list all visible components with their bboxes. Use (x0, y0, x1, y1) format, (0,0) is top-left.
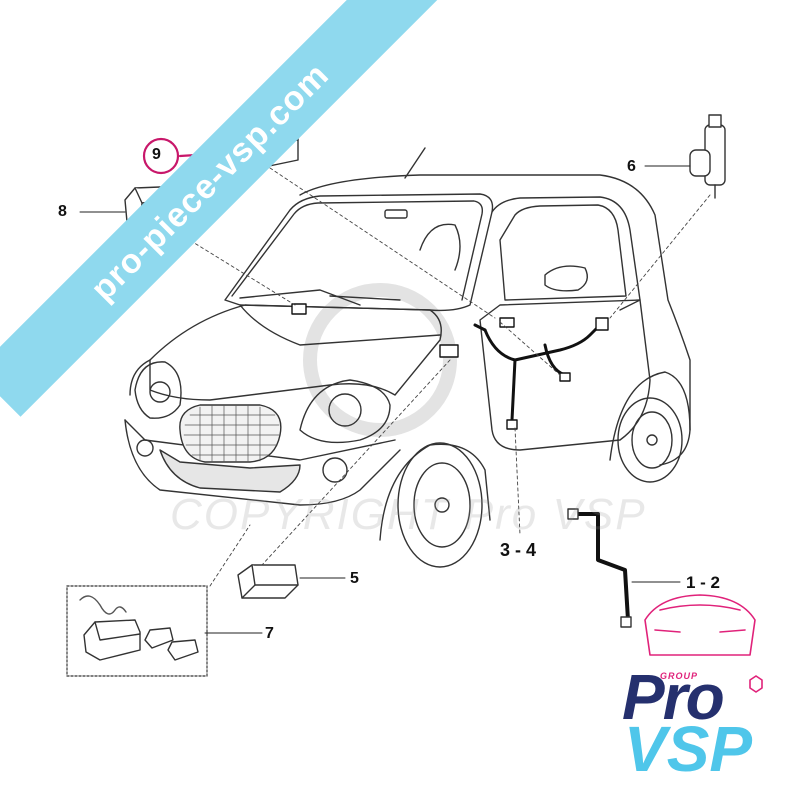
cable-part-1-2 (567, 508, 632, 628)
callout-8: 8 (58, 203, 67, 220)
bonnet-connector (439, 344, 459, 358)
callout-9: 9 (152, 146, 161, 163)
sill-connector (506, 419, 518, 430)
wiring-harness (473, 323, 602, 422)
logo-vsp-text: VSP (624, 713, 753, 785)
logo-pro-text: Pro (622, 661, 725, 733)
logo-group-text: GROUP (660, 671, 699, 681)
callout-6: 6 (627, 158, 636, 175)
door-connector (499, 317, 515, 328)
logo-hexagon-icon (749, 675, 763, 693)
mirror-connector (559, 372, 571, 382)
dash-connector (291, 303, 307, 315)
callout-1-2: 1 - 2 (686, 573, 721, 592)
part-5-module (237, 564, 299, 599)
callout-5: 5 (350, 570, 359, 587)
callout-leaders (79, 165, 691, 634)
car-drawing (124, 147, 691, 568)
background-emblem (303, 283, 457, 437)
copyright-watermark: COPYRIGHT Pro VSP (170, 490, 647, 539)
callout-7: 7 (265, 625, 274, 642)
part-6-solenoid (689, 114, 726, 199)
logo-car-icon (644, 594, 756, 656)
part-7-kit (66, 585, 208, 677)
door-lock-connector (595, 317, 609, 331)
callout-3-4: 3 - 4 (500, 540, 537, 560)
